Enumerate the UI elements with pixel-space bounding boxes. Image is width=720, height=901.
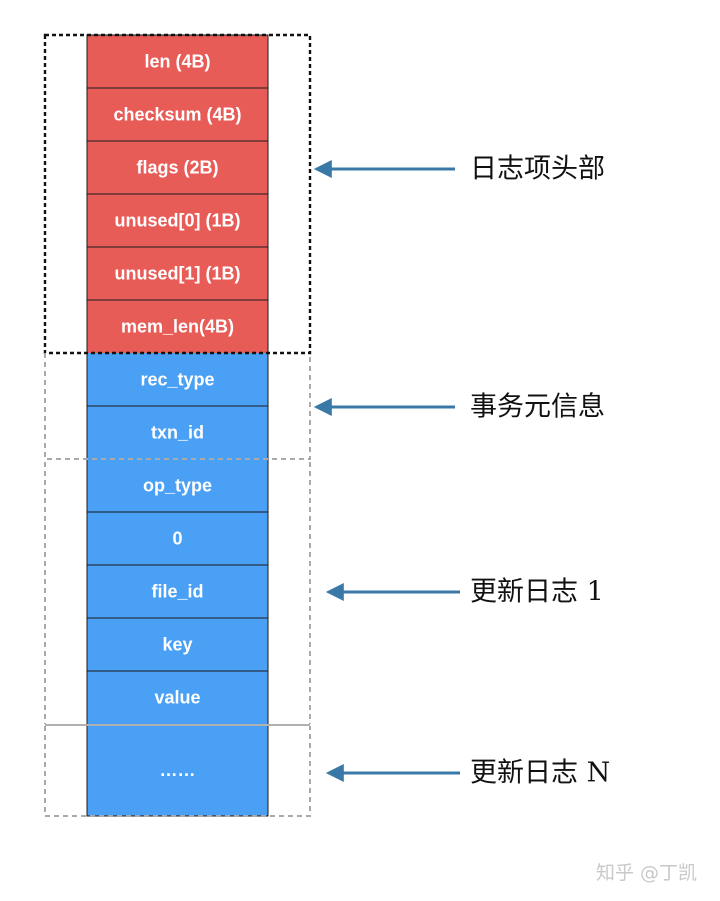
field-label-value: value: [154, 688, 200, 708]
field-label-unused-0: unused[0] (1B): [115, 211, 241, 231]
header-group-border: [43, 33, 312, 355]
field-label-rec-type: rec_type: [140, 370, 214, 390]
field-label-flags: flags (2B): [136, 158, 218, 178]
field-cell-checksum: [87, 88, 268, 141]
field-label-len: len (4B): [144, 52, 210, 72]
field-label-unused-1: unused[1] (1B): [115, 264, 241, 284]
watermark: 知乎 @丁凯: [596, 862, 698, 884]
field-cell-len: [87, 35, 268, 88]
field-label-checksum: checksum (4B): [113, 105, 241, 125]
field-cell-unused-1: [87, 247, 268, 300]
field-cell-key: [87, 618, 268, 671]
field-stack: len (4B) checksum (4B) flags (2B) unused…: [87, 35, 268, 816]
field-cell-op-type: [87, 459, 268, 512]
meta-group-border: [44, 353, 311, 460]
section-label-update-n: 更新日志 N: [470, 758, 610, 789]
section-label-update-1: 更新日志 1: [470, 577, 604, 608]
field-label-op-type: op_type: [143, 476, 212, 496]
field-label-mem-len: mem_len(4B): [121, 317, 234, 337]
field-cell-value: [87, 671, 268, 724]
cell-separators: [87, 87, 268, 672]
section-arrows: [313, 160, 460, 782]
field-cell-file-id: [87, 565, 268, 618]
section-label-meta: 事务元信息: [470, 392, 605, 423]
field-cell-ellipsis: [87, 724, 268, 816]
field-cell-rec-type: [87, 353, 268, 406]
field-label-file-id: file_id: [151, 582, 203, 602]
field-label-txn-id: txn_id: [151, 423, 204, 443]
field-cell-zero: [87, 512, 268, 565]
field-label-zero: 0: [172, 529, 182, 549]
field-cell-unused-0: [87, 194, 268, 247]
field-cell-mem-len: [87, 300, 268, 353]
section-label-header: 日志项头部: [470, 154, 605, 185]
field-cell-flags: [87, 141, 268, 194]
field-label-key: key: [162, 635, 192, 655]
field-column-outline: [86, 34, 269, 817]
update-1-group-border: [44, 462, 311, 724]
update-n-group-border: [44, 726, 311, 817]
field-label-ellipsis: ……: [160, 760, 196, 780]
field-cell-txn-id: [87, 406, 268, 459]
